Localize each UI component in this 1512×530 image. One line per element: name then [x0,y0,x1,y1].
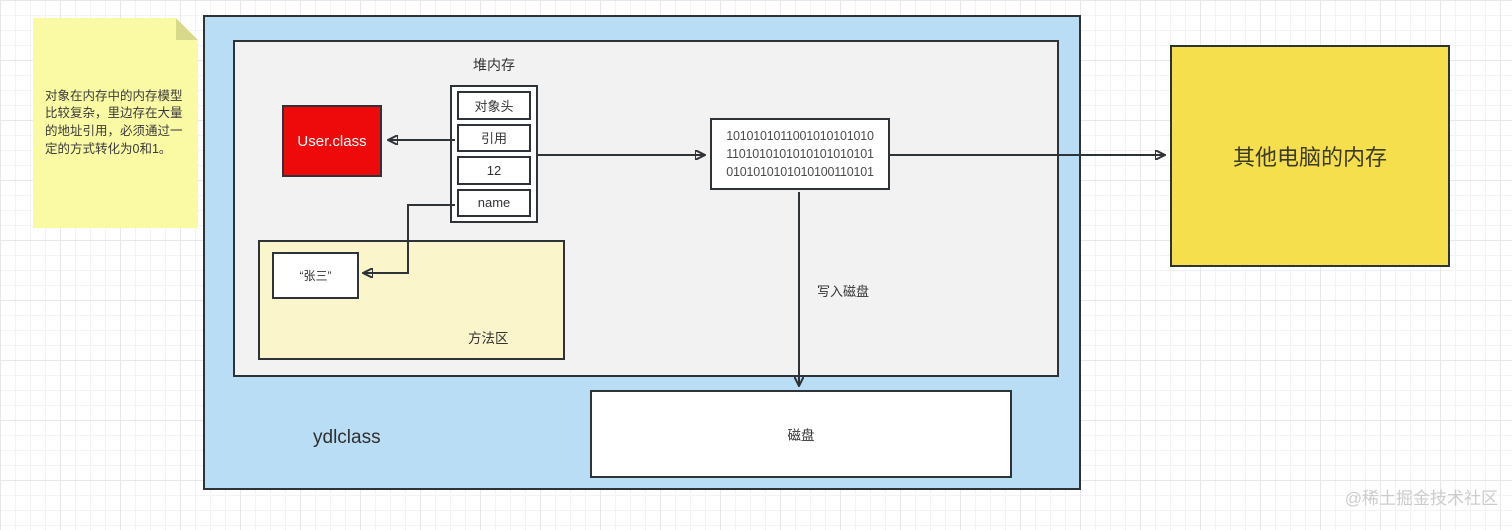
remote-memory-box: 其他电脑的内存 [1170,45,1450,267]
binary-line: 1101010101010101010101 [726,147,874,161]
object-cell-header: 对象头 [457,91,531,120]
watermark: @稀土掘金技术社区 [1344,489,1498,508]
class-box: User.class [282,105,382,177]
sticky-note-text: 对象在内存中的内存模型比较复杂，里边存在大量的地址引用，必须通过一定的方式转化为… [45,88,183,156]
method-area-label: 方法区 [468,331,509,346]
object-cell-value: 12 [457,156,531,185]
string-constant-box: “张三” [272,252,359,299]
container-label: ydlclass [313,427,381,448]
binary-box: 1010101011001010101010 11010101010101010… [710,118,890,190]
write-to-disk-label: 写入磁盘 [817,284,870,299]
binary-line: 1010101011001010101010 [726,129,874,143]
method-area: “张三” 方法区 [258,240,565,360]
binary-line: 0101010101010100110101 [726,165,874,179]
note-fold-icon [176,18,198,40]
heap-label: 堆内存 [473,57,515,73]
object-stack: 对象头 引用 12 name [450,85,538,223]
object-cell-name: name [457,188,531,217]
sticky-note: 对象在内存中的内存模型比较复杂，里边存在大量的地址引用，必须通过一定的方式转化为… [33,18,198,228]
disk-box: 磁盘 [590,390,1012,478]
object-cell-reference: 引用 [457,123,531,152]
